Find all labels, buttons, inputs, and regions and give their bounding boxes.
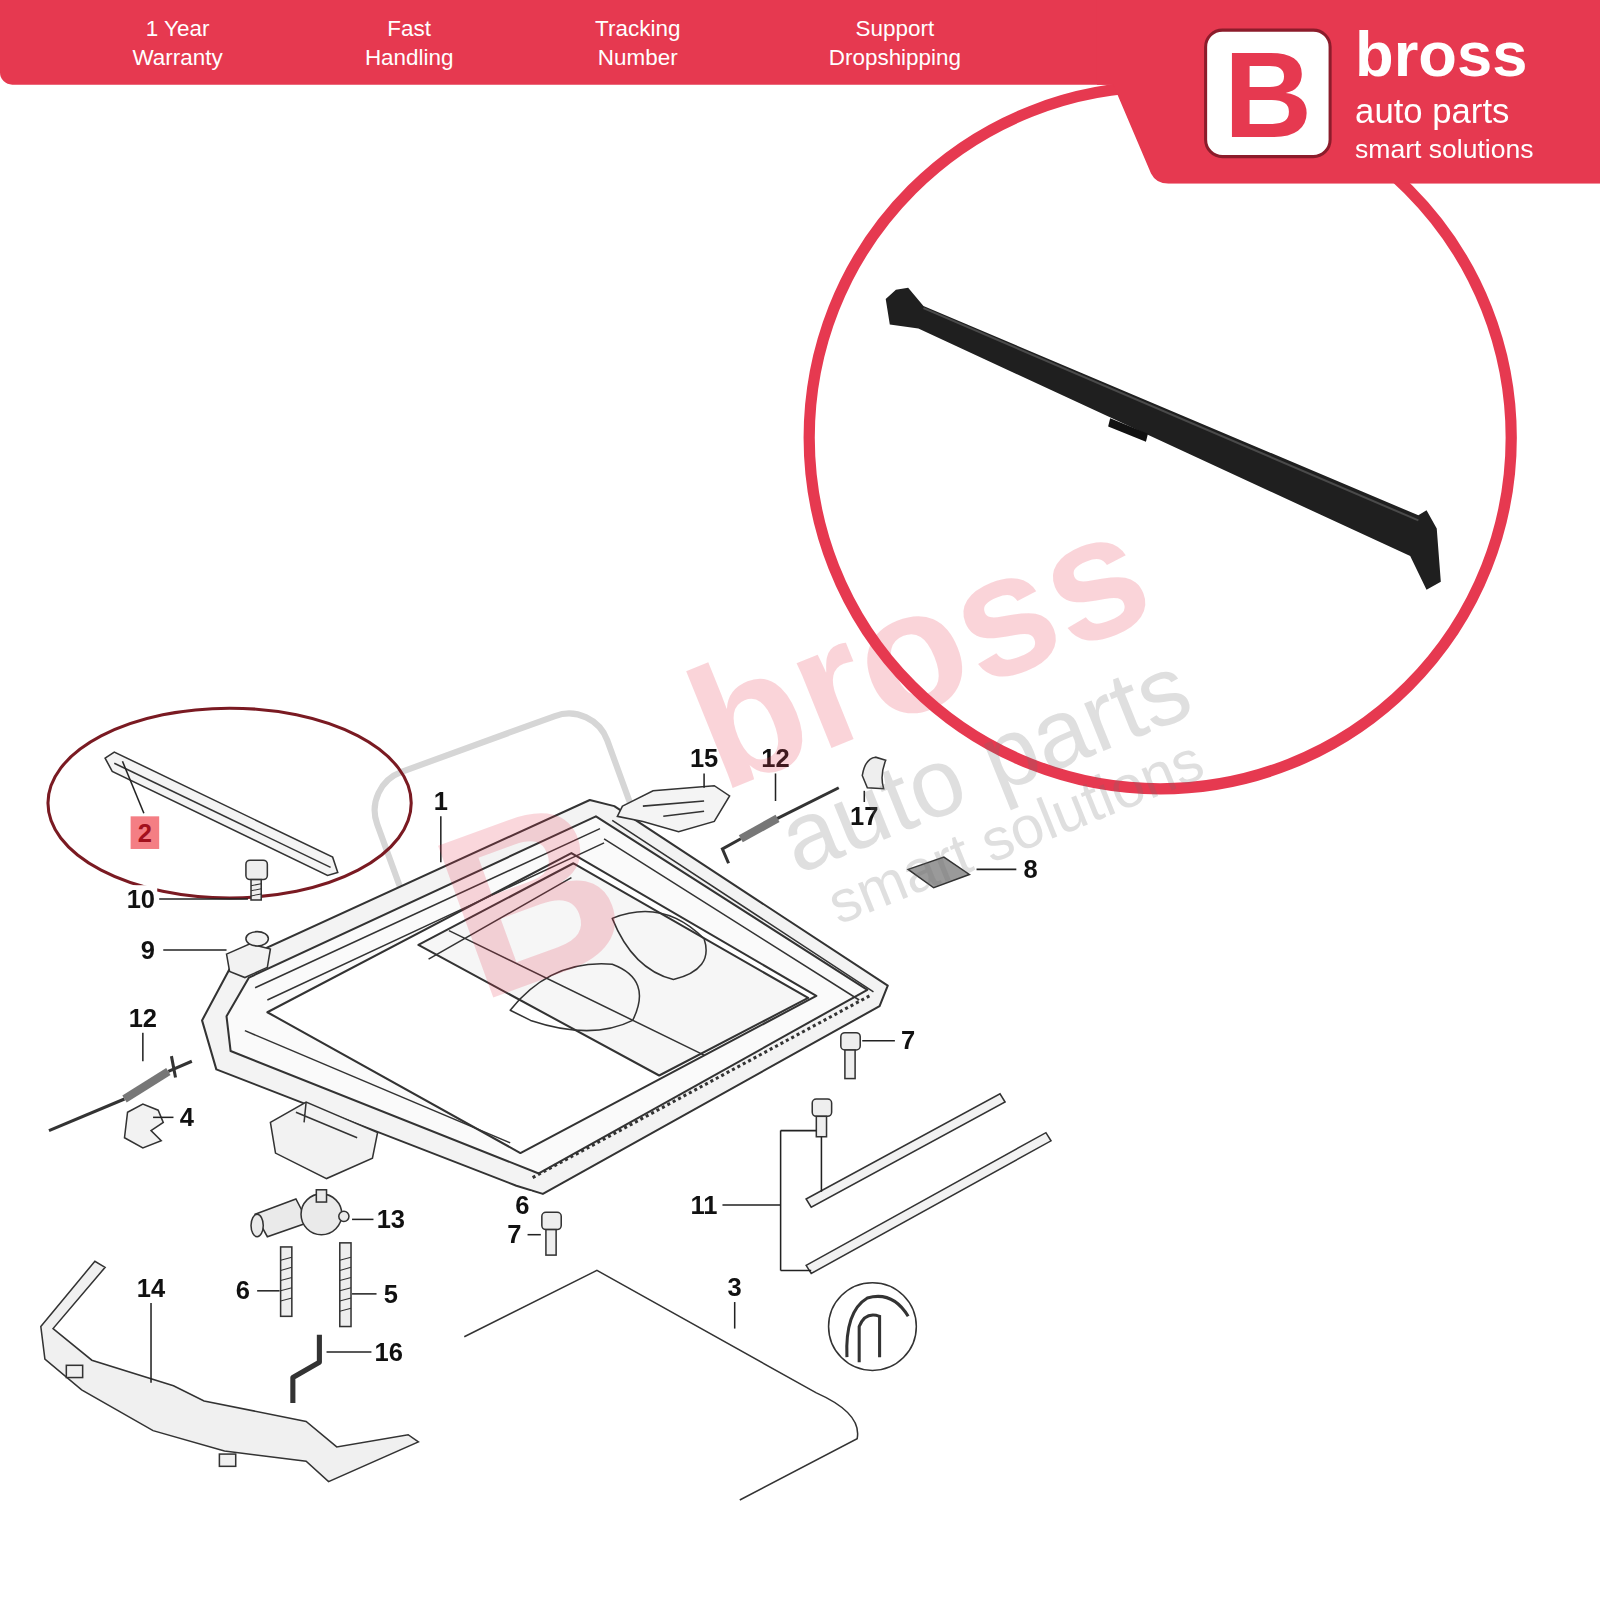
bracket-part: [617, 786, 729, 832]
callout-number: 3: [726, 1274, 744, 1302]
watermark-text: B: [411, 759, 651, 1038]
wind-deflector-part: [66, 1365, 82, 1377]
leader-line-part: [142, 1033, 144, 1062]
motor: [251, 1190, 349, 1237]
bolt-part: [542, 1212, 561, 1229]
mount-part-part: [270, 1102, 377, 1179]
leader-line-part: [862, 1040, 895, 1042]
logo-panel: bross auto parts smart solutions B: [1097, 0, 1600, 184]
drive-cable-part: [168, 1056, 191, 1077]
wind-deflector-part: [219, 1454, 235, 1466]
bolt-part: [816, 1116, 826, 1136]
callout-number: 12: [127, 1005, 159, 1033]
leader-line-part: [528, 1234, 541, 1236]
mount-part: [124, 932, 377, 1179]
banner-band: 1 Year Warranty Fast Handling Tracking Num…: [0, 0, 1122, 85]
callout-number: 14: [135, 1275, 167, 1303]
sunroof-frame-part: [533, 996, 870, 1178]
guide-rail: [806, 1094, 1051, 1274]
callout-number: 6: [234, 1277, 252, 1305]
callout-number: 4: [178, 1104, 196, 1132]
highlight-ellipse-part: [48, 708, 411, 898]
callout-number: 7: [505, 1221, 523, 1249]
brand-text: bross: [1355, 22, 1527, 85]
feature-text: Tracking Number: [571, 13, 704, 72]
bolt-part: [845, 1050, 855, 1079]
callout-highlight: 2: [131, 816, 160, 849]
callout-number: 2: [138, 820, 152, 846]
leader-line-part: [150, 1303, 152, 1383]
headliner-panel-part: [847, 1296, 908, 1362]
brand-text: smart solutions: [1355, 136, 1533, 163]
leader-line-part: [122, 761, 143, 813]
drive-cable-part: [741, 818, 778, 838]
callout-number: 5: [382, 1280, 400, 1308]
wind-deflector-part: [41, 1261, 419, 1481]
drive-cable-part: [722, 839, 740, 863]
trim-strip-part: [105, 752, 338, 875]
leader-line-part: [159, 898, 248, 900]
leader-line-part: [257, 1290, 279, 1292]
feature-text: 1 Year Warranty: [111, 13, 244, 72]
leader-line-part: [703, 773, 705, 787]
mount-part-part: [124, 1104, 163, 1148]
bolt-part: [246, 860, 267, 879]
highlight-ellipse: [48, 708, 411, 898]
callout-number: 6: [513, 1191, 531, 1219]
callout-number: 16: [373, 1338, 405, 1366]
bolt-part: [546, 1230, 556, 1256]
motor-part: [251, 1214, 263, 1236]
bracket-part-part: [617, 786, 729, 832]
trim-strip-photo-part: [923, 308, 1418, 520]
crank-part-part: [293, 1335, 320, 1403]
trim-strip-part-part: [114, 763, 330, 867]
guide-rail-part: [806, 1094, 1005, 1207]
leader-line-part: [722, 1131, 821, 1271]
bracket-part-part: [643, 801, 704, 816]
callout-number: 10: [125, 885, 157, 913]
headliner-panel-part: [829, 1283, 917, 1371]
leader-line-part: [352, 1219, 373, 1221]
drive-cable-part: [124, 1071, 168, 1099]
motor-part: [316, 1190, 326, 1202]
wind-deflector: [41, 1261, 419, 1481]
logo-letter: B: [1224, 32, 1312, 154]
crank-part: [293, 1335, 320, 1403]
bolt-part: [340, 1243, 351, 1327]
leader-line-part: [327, 1351, 372, 1353]
callout-number: 7: [899, 1027, 917, 1055]
feature-text: Fast Handling: [343, 13, 476, 72]
leader-line-part: [734, 1302, 736, 1329]
leader-line-part: [153, 1117, 173, 1119]
trim-strip-part-part: [105, 752, 338, 875]
feature-text: Support Dropshipping: [818, 13, 971, 72]
callout-number: 11: [689, 1191, 720, 1219]
bolt-part: [812, 1099, 831, 1116]
mount-part-part: [246, 932, 268, 946]
callout-number: 9: [139, 936, 157, 964]
mount-part-part: [227, 944, 271, 978]
bolt-part: [841, 1033, 860, 1050]
leader-line-part: [352, 1293, 376, 1295]
guide-rail-part: [806, 1133, 1051, 1274]
brand-text: auto parts: [1355, 94, 1509, 129]
callout-number: 13: [375, 1206, 407, 1234]
trim-strip-photo-part: [1108, 418, 1148, 441]
mount-part-part: [296, 1102, 357, 1138]
headliner-panel: [464, 1270, 916, 1500]
headliner-panel-part: [464, 1270, 857, 1500]
leader-line-part: [163, 949, 226, 951]
logo-panel-fill: [1097, 0, 1600, 184]
logo-badge: B: [1204, 29, 1332, 159]
motor-part: [339, 1211, 349, 1221]
drive-cable-part: [49, 1099, 125, 1131]
